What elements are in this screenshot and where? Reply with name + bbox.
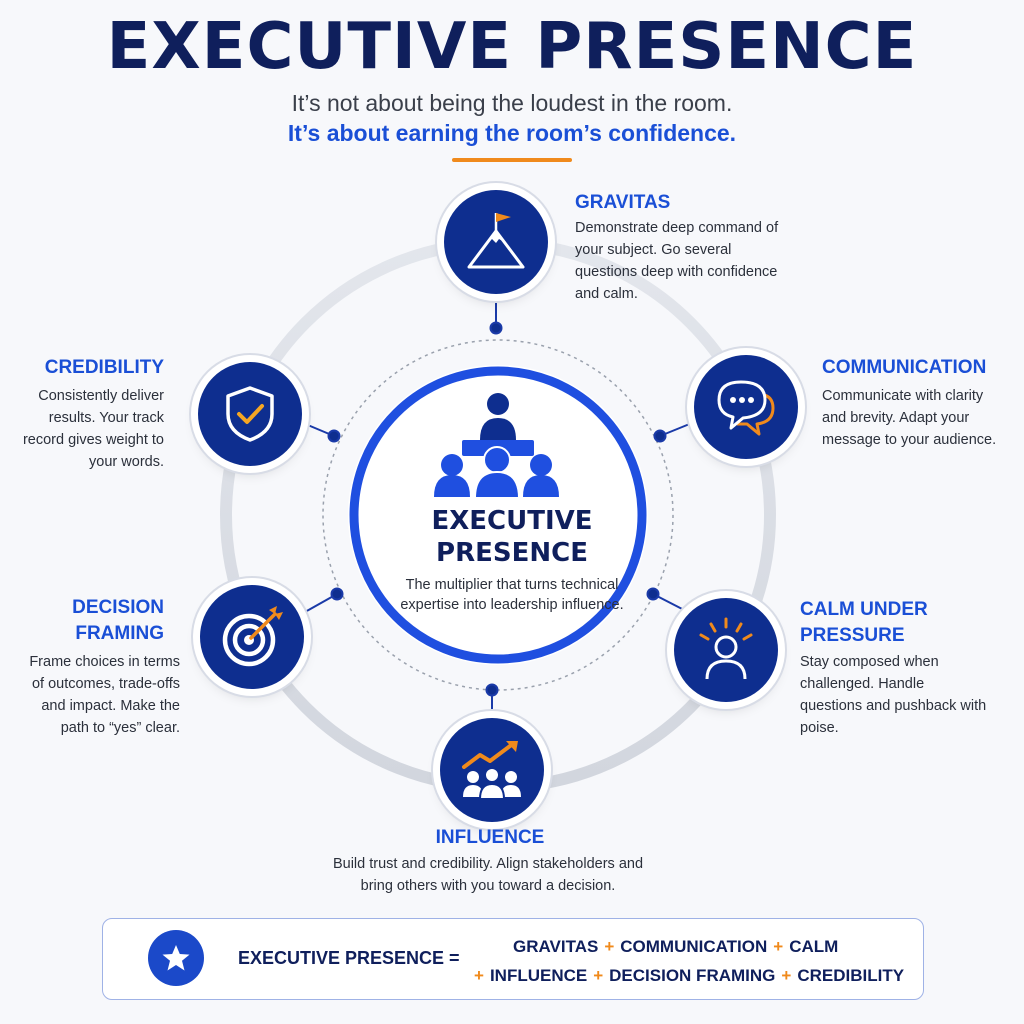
credibility-title: CREDIBILITY	[44, 357, 164, 378]
formula-term-decision-framing: DECISION FRAMING	[609, 966, 776, 985]
mountain-flag-icon	[467, 213, 525, 269]
influence-node	[440, 718, 544, 822]
audience-presenter-icon	[434, 393, 559, 499]
center-ring	[349, 366, 647, 664]
credibility-text: Consistently deliver results. Your track…	[22, 388, 164, 470]
gravitas-title: GRAVITAS	[575, 192, 671, 213]
center-title-line-1: EXECUTIVE	[431, 506, 593, 536]
page-title: EXECUTIVE PRESENCE	[106, 10, 918, 84]
calm-person-icon	[699, 617, 753, 680]
connector-dot-communication	[653, 429, 667, 443]
credibility-node	[198, 362, 302, 466]
formula-plus: +	[593, 966, 604, 985]
subtitle-line-1: It’s not about being the loudest in the …	[291, 90, 733, 116]
formula-line-1: GRAVITAS + COMMUNICATION + CALM	[513, 937, 838, 957]
center-description: The multiplier that turns technical expe…	[400, 577, 624, 613]
calm-node	[674, 598, 778, 702]
formula-term-communication: COMMUNICATION	[620, 937, 768, 956]
calm-text: Stay composed when challenged. Handle qu…	[800, 654, 987, 736]
communication-node	[694, 355, 798, 459]
formula-label: EXECUTIVE PRESENCE =	[238, 948, 460, 968]
growth-team-icon	[462, 741, 521, 800]
decision-framing-title: DECISION FRAMING	[40, 595, 164, 647]
communication-title: COMMUNICATION	[822, 357, 987, 378]
formula-star-badge	[148, 930, 204, 986]
center-title: EXECUTIVE PRESENCE	[372, 505, 652, 569]
influence-title: INFLUENCE	[435, 827, 545, 848]
formula-term-credibility: CREDIBILITY	[797, 966, 905, 985]
formula-term-calm: CALM	[789, 937, 839, 956]
formula-term-gravitas: GRAVITAS	[513, 937, 599, 956]
target-arrow-icon	[222, 606, 283, 667]
formula-plus: +	[604, 937, 615, 956]
connector-dot-influence	[485, 683, 499, 697]
connector-dot-decision	[330, 587, 344, 601]
shield-check-icon	[226, 386, 274, 442]
calm-title-line-2: PRESSURE	[800, 625, 905, 646]
formula-plus: +	[781, 966, 792, 985]
formula-plus: +	[773, 937, 784, 956]
connector-dot-calm	[646, 587, 660, 601]
center-title-line-2: PRESENCE	[436, 538, 588, 568]
title-accent-divider	[452, 158, 572, 162]
gravitas-text: Demonstrate deep command of your subject…	[575, 220, 779, 302]
connector-dot-gravitas	[489, 321, 503, 335]
formula-box	[102, 918, 924, 1000]
speech-bubble-icon	[717, 380, 775, 436]
decision-framing-title-line-1: DECISION	[72, 597, 164, 618]
calm-title-line-1: CALM UNDER	[800, 599, 928, 620]
decision-framing-node	[200, 585, 304, 689]
subtitle-line-2: It’s about earning the room’s confidence…	[287, 120, 737, 146]
gravitas-node	[444, 190, 548, 294]
influence-text: Build trust and credibility. Align stake…	[332, 856, 644, 894]
decision-framing-text: Frame choices in terms of outcomes, trad…	[29, 654, 180, 736]
formula-line-2: + INFLUENCE + DECISION FRAMING + CREDIBILITY	[474, 966, 904, 986]
communication-text: Communicate with clarity and brevity. Ad…	[822, 388, 997, 448]
star-icon	[162, 945, 190, 971]
formula-plus: +	[474, 966, 484, 985]
calm-title: CALM UNDER PRESSURE	[800, 597, 928, 649]
formula-term-influence: INFLUENCE	[489, 966, 588, 985]
connector-dot-credibility	[327, 429, 341, 443]
decision-framing-title-line-2: FRAMING	[75, 623, 164, 644]
